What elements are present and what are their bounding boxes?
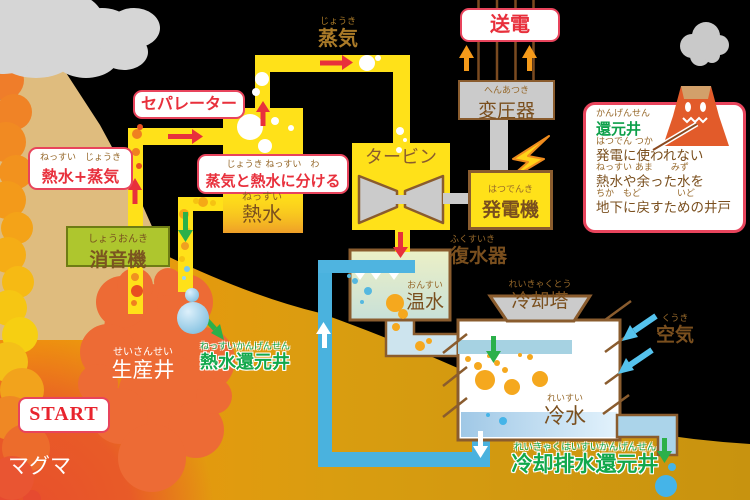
volcano-smoke-icon xyxy=(680,22,729,66)
turbine-rotor xyxy=(357,174,445,225)
water-flow-arrows-white xyxy=(316,322,488,458)
transformer-box: へんあつき 変圧器 xyxy=(458,80,555,122)
silencer-box: しょうおんき 消音機 xyxy=(66,226,170,271)
reinjection-info-title: 還元井 xyxy=(596,119,642,138)
separate-note-tag: じょうき ねっすい わ 蒸気と熱水に分ける xyxy=(197,154,349,194)
tower-spray-bar xyxy=(458,340,572,354)
transformer-pillar xyxy=(490,118,508,171)
steam-flow-arrows xyxy=(128,55,408,258)
condenser-spray-bar xyxy=(318,260,415,273)
condenser-spray xyxy=(355,273,399,280)
tower-droplets xyxy=(465,353,548,395)
start-badge: START xyxy=(18,397,110,433)
cold-water-pool xyxy=(461,412,617,437)
power-flow-arrows xyxy=(459,45,537,71)
separator-tag: セパレーター xyxy=(133,90,245,119)
air-arrows xyxy=(618,313,658,374)
cloud xyxy=(0,0,160,78)
magma-column xyxy=(0,60,50,500)
channel-droplets xyxy=(392,323,432,351)
pipe-bubbles xyxy=(131,55,407,306)
cooling-tower-cap xyxy=(487,294,593,323)
volcano-character-icon xyxy=(651,86,729,153)
condenser-droplets xyxy=(347,274,408,319)
pool-droplets xyxy=(486,413,507,425)
generator-box: はつでんき 発電機 xyxy=(468,170,553,230)
transmission-tag: 送電 xyxy=(460,8,560,42)
generator-shaft xyxy=(443,193,468,204)
hot-water-steam-tag: ねっすい じょうき 熱水+蒸気 xyxy=(28,147,133,190)
water-drops xyxy=(177,288,677,497)
